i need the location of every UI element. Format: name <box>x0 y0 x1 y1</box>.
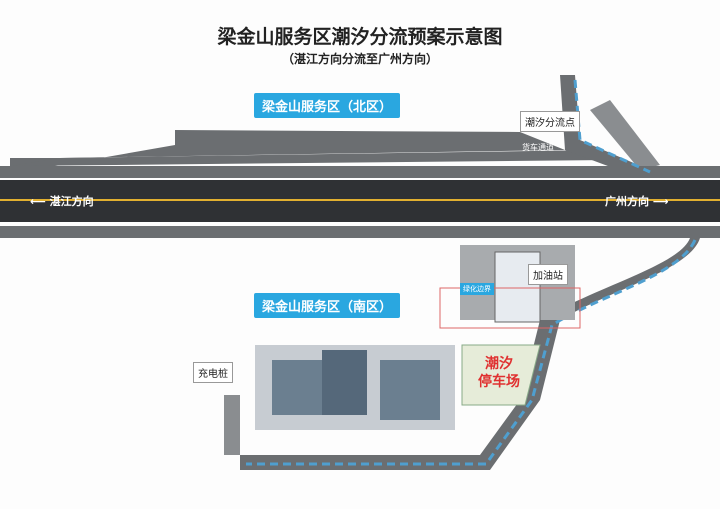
charging-label: 充电桩 <box>193 362 233 383</box>
to-zhanjiang-text: 湛江方向 <box>49 195 94 208</box>
tidal-point-label: 潮汐分流点 <box>520 111 580 132</box>
page-title: 梁金山服务区潮汐分流预案示意图 <box>217 26 503 48</box>
north-service-road <box>10 130 565 166</box>
to-zhanjiang: ⟵ 湛江方向 <box>30 195 94 208</box>
tidal-parking-lot <box>461 344 541 406</box>
page-subtitle: （湛江方向分流至广州方向） <box>281 52 438 66</box>
gas-station-label: 加油站 <box>528 264 568 285</box>
tidal-parking-label: 潮汐 停车场 <box>478 356 520 390</box>
south-area-label: 梁金山服务区（南区） <box>254 293 401 318</box>
to-guangzhou: 广州方向 ⟶ <box>605 195 669 208</box>
to-guangzhou-text: 广州方向 <box>605 195 649 208</box>
tidal-ramp <box>560 75 650 178</box>
green-border-label: 绿化边界 <box>460 283 494 295</box>
north-area-label: 梁金山服务区（北区） <box>254 93 401 118</box>
truck-lane-label: 货车通道 <box>522 143 554 152</box>
